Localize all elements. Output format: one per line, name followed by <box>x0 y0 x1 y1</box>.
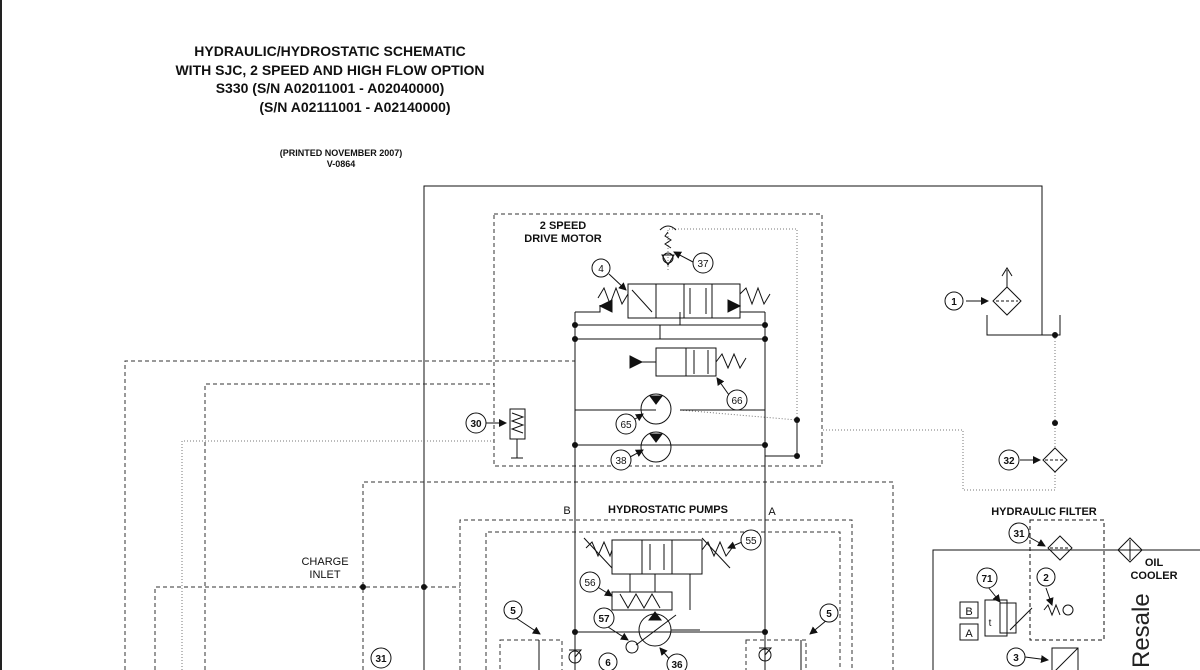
callout-65 <box>615 413 637 435</box>
page-border <box>0 0 2 670</box>
callout-2 <box>1036 567 1056 587</box>
shift-valve <box>597 283 771 319</box>
callout-31a <box>370 647 392 669</box>
junction-dots <box>360 322 1058 635</box>
svg-text:55: 55 <box>745 536 757 547</box>
hydrostatic-pumps-label: HYDROSTATIC PUMPS <box>608 504 728 516</box>
callout-3 <box>1006 647 1026 667</box>
svg-text:31: 31 <box>375 654 387 665</box>
callout-32 <box>998 449 1020 471</box>
svg-text:1: 1 <box>951 297 957 308</box>
port-b-label: B <box>563 505 571 517</box>
pump-57 <box>625 611 700 654</box>
port-a-label: A <box>768 506 776 518</box>
svg-text:5: 5 <box>826 609 832 620</box>
svg-text:5: 5 <box>510 606 516 617</box>
drive-motor-box <box>493 213 823 467</box>
schematic-title: HYDRAULIC/HYDROSTATIC SCHEMATIC WITH SJC… <box>130 42 530 116</box>
callout-30 <box>465 412 487 434</box>
filter-port-b: B <box>965 606 972 618</box>
callout-4 <box>591 258 611 278</box>
svg-text:30: 30 <box>470 419 482 430</box>
title-line-1: HYDRAULIC/HYDROSTATIC SCHEMATIC <box>194 43 466 59</box>
callout-66 <box>726 389 748 411</box>
callout-37 <box>692 252 714 274</box>
title-line-2: WITH SJC, 2 SPEED AND HIGH FLOW OPTION <box>175 61 485 78</box>
title-line-3: S330 (S/N A02011001 - A02040000) <box>215 80 445 96</box>
callout-6 <box>598 652 618 670</box>
document-code: V-0864 <box>326 159 356 169</box>
svg-text:3: 3 <box>1013 653 1019 664</box>
pump-boxes <box>362 481 894 670</box>
oil-cooler-label: OIL COOLER <box>1130 557 1178 582</box>
callout-leaders <box>485 251 1054 664</box>
breather-filter-1 <box>992 267 1022 316</box>
brake-cylinder-30 <box>509 408 526 459</box>
print-info: (PRINTED NOVEMBER 2007) V-0864 <box>241 148 441 170</box>
charge-inlet-label: CHARGE INLET <box>301 556 349 581</box>
pilot-dotted-lines <box>181 228 1056 670</box>
svg-text:2: 2 <box>1043 573 1049 584</box>
svg-text:31: 31 <box>1013 529 1025 540</box>
svg-text:6: 6 <box>605 658 611 669</box>
svg-text:4: 4 <box>598 264 604 275</box>
hydraulic-filter-assembly <box>932 519 1200 670</box>
shuttle-valve <box>629 347 747 377</box>
long-dashed-lines <box>124 360 575 670</box>
filter-32 <box>1042 447 1068 473</box>
callout-5b <box>819 603 839 623</box>
pump-control-valve <box>583 537 733 611</box>
drive-motor-label: 2 SPEED DRIVE MOTOR <box>524 220 602 245</box>
callout-numbers: 1 2 3 4 5 5 6 30 31 31 32 36 37 38 55 56… <box>375 259 1049 670</box>
callout-38 <box>610 449 632 471</box>
callout-36 <box>666 653 688 670</box>
svg-text:57: 57 <box>598 614 610 625</box>
callout-bubbles <box>370 252 1056 670</box>
svg-text:71: 71 <box>981 574 993 585</box>
svg-text:37: 37 <box>697 259 709 270</box>
drive-motors <box>640 393 672 463</box>
svg-text:56: 56 <box>584 578 596 589</box>
callout-1 <box>944 291 964 311</box>
filter-t-label: t <box>989 618 992 629</box>
callout-71 <box>976 567 998 589</box>
callout-55 <box>740 529 762 551</box>
svg-text:65: 65 <box>620 420 632 431</box>
svg-text:66: 66 <box>731 396 743 407</box>
printed-date: (PRINTED NOVEMBER 2007) <box>279 148 403 158</box>
return-line <box>423 185 1061 670</box>
title-line-4: (S/N A02111001 - A02140000) <box>259 98 451 115</box>
filter-port-a: A <box>965 628 973 640</box>
check-valves <box>538 640 802 670</box>
relief-valve-37 <box>659 225 677 266</box>
working-lines <box>574 305 798 670</box>
callout-5a <box>503 600 523 620</box>
hydraulic-filter-label: HYDRAULIC FILTER <box>991 506 1097 518</box>
callout-31b <box>1008 522 1030 544</box>
callout-56 <box>579 571 601 593</box>
svg-text:36: 36 <box>671 660 683 670</box>
svg-text:32: 32 <box>1003 456 1015 467</box>
callout-57 <box>593 607 615 629</box>
svg-text:38: 38 <box>615 456 627 467</box>
